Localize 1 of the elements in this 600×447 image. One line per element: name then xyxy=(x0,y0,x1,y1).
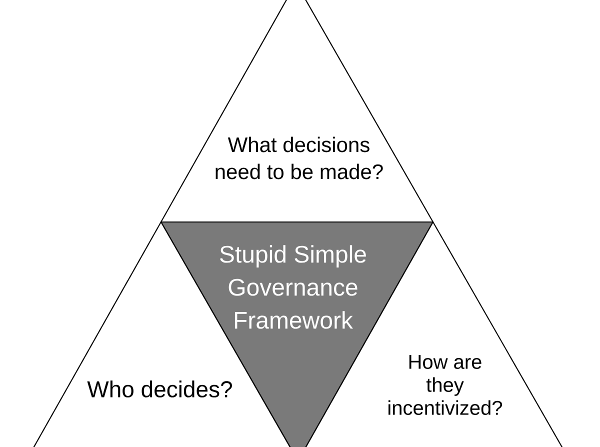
triangle-section: What decisions need to be made? xyxy=(160,0,434,223)
